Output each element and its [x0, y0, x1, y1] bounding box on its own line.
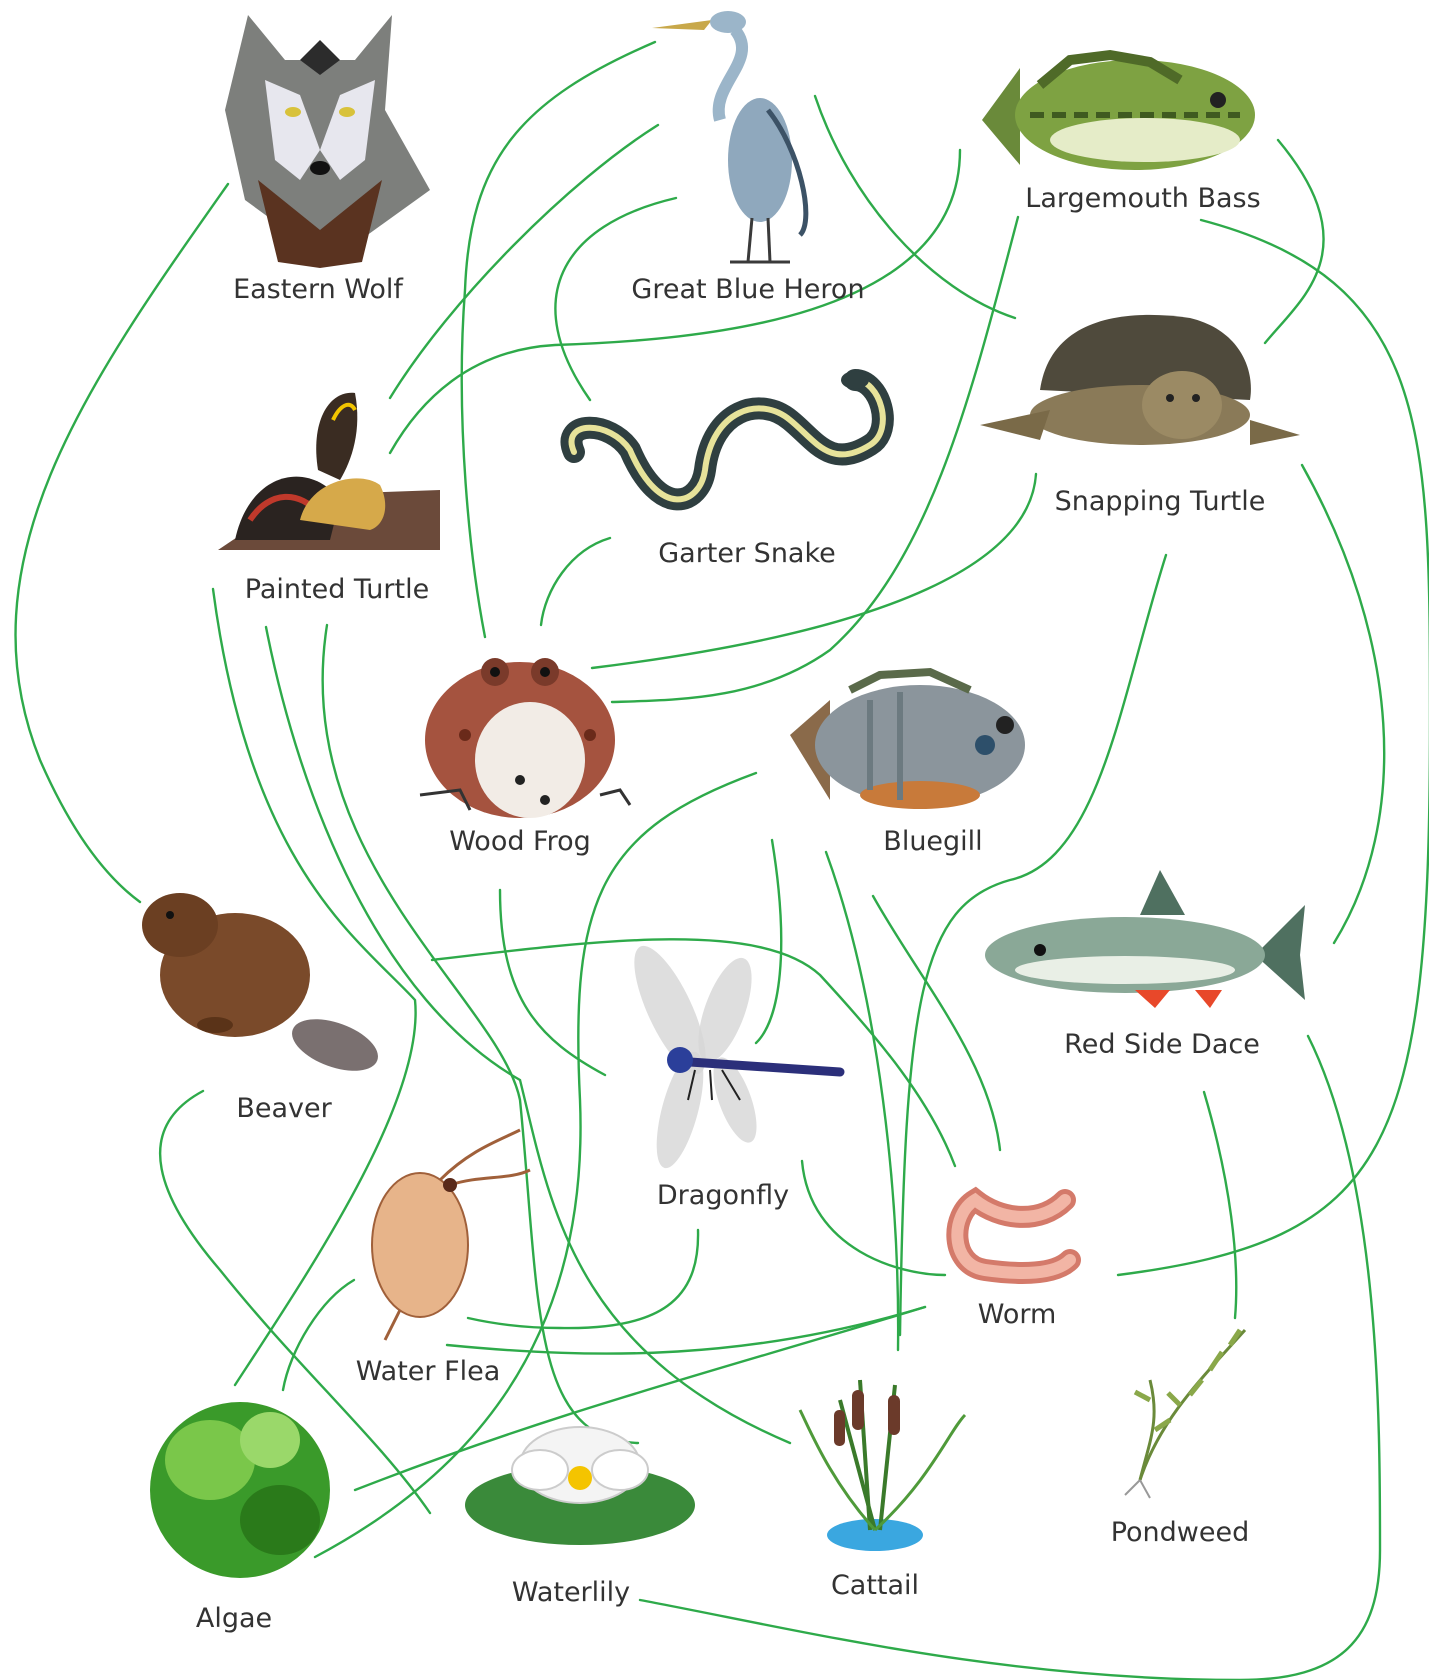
worm-icon: [957, 1200, 1070, 1273]
link-line: [1204, 1092, 1236, 1318]
great-blue-heron-icon: [652, 11, 806, 262]
dragonfly-icon: [620, 937, 840, 1172]
label-beaver: Beaver: [236, 1093, 332, 1124]
label-cattail: Cattail: [831, 1570, 919, 1601]
label-largemouth-bass: Largemouth Bass: [1025, 183, 1260, 214]
link-line: [462, 42, 655, 637]
label-algae: Algae: [196, 1603, 272, 1634]
link-line: [468, 1230, 698, 1328]
label-painted-turtle: Painted Turtle: [245, 574, 429, 605]
largemouth-bass-icon: [982, 55, 1255, 170]
label-great-blue-heron: Great Blue Heron: [631, 274, 864, 305]
link-line: [16, 184, 228, 902]
cattail-icon: [800, 1380, 965, 1551]
water-flea-icon: [372, 1130, 530, 1340]
link-line: [500, 890, 605, 1075]
label-bluegill: Bluegill: [883, 826, 982, 857]
link-line: [1265, 140, 1324, 343]
waterlily-icon: [465, 1427, 695, 1545]
label-worm: Worm: [978, 1299, 1057, 1330]
link-line: [756, 840, 781, 1043]
link-line: [873, 896, 1000, 1150]
label-water-flea: Water Flea: [356, 1356, 501, 1387]
link-line: [1302, 465, 1384, 943]
link-line: [447, 1307, 925, 1354]
beaver-icon: [142, 893, 385, 1081]
bluegill-icon: [790, 672, 1025, 809]
link-line: [390, 125, 658, 398]
snapping-turtle-icon: [980, 315, 1300, 445]
eastern-wolf-icon: [225, 15, 430, 268]
label-snapping-turtle: Snapping Turtle: [1055, 486, 1266, 517]
garter-snake-icon: [572, 371, 883, 499]
label-eastern-wolf: Eastern Wolf: [233, 274, 404, 305]
wood-frog-icon: [420, 658, 630, 818]
painted-turtle-icon: [218, 393, 440, 550]
pondweed-icon: [1125, 1330, 1245, 1498]
label-waterlily: Waterlily: [512, 1577, 630, 1608]
label-red-side-dace: Red Side Dace: [1064, 1029, 1260, 1060]
red-side-dace-icon: [985, 870, 1305, 1008]
algae-icon: [150, 1402, 330, 1578]
label-garter-snake: Garter Snake: [658, 538, 836, 569]
link-line: [802, 1161, 945, 1275]
label-pondweed: Pondweed: [1111, 1517, 1250, 1548]
link-line: [826, 852, 898, 1350]
label-wood-frog: Wood Frog: [449, 826, 591, 857]
link-line: [541, 538, 610, 625]
label-dragonfly: Dragonfly: [657, 1180, 789, 1211]
